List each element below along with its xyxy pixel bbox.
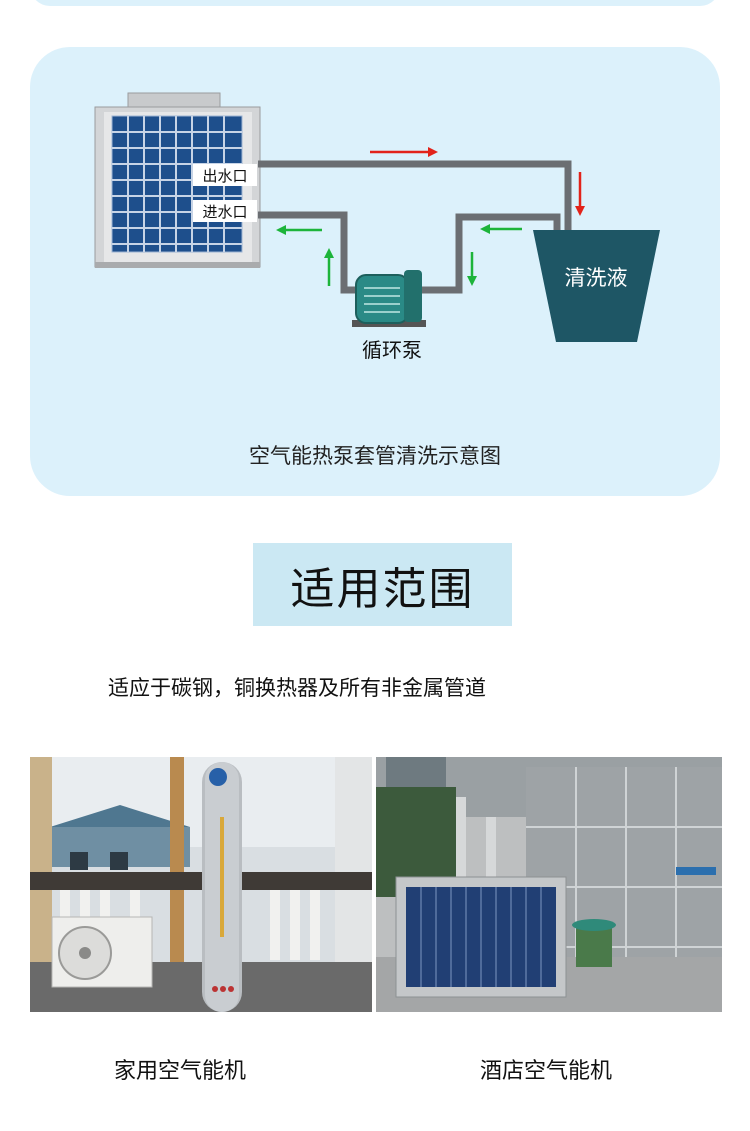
- outlet-pipe: [258, 160, 572, 233]
- tank-label: 清洗液: [565, 266, 628, 290]
- household-photo-label: 家用空气能机: [113, 1059, 246, 1084]
- inlet-label-bg: [193, 200, 257, 222]
- outlet-label: 出水口: [202, 167, 247, 185]
- circulation-pump-icon: [352, 270, 426, 327]
- hotel-heat-pump-photo: [376, 757, 722, 1012]
- cleaning-diagram: 出水口 进水口 清洗液 循环泵: [94, 92, 660, 362]
- diagram-caption: 空气能热泵套管清洗示意图: [249, 444, 501, 468]
- hotel-photo-label: 酒店空气能机: [479, 1059, 612, 1084]
- inlet-pipe: [258, 211, 356, 294]
- household-heat-pump-photo: [30, 757, 372, 1012]
- flow-arrow-red-icon: [370, 147, 585, 216]
- heat-pump-unit-icon: [94, 92, 261, 268]
- section-title-box: 适用范围: [253, 543, 512, 626]
- cleaning-tank-icon: [533, 230, 660, 342]
- section-title: 适用范围: [290, 563, 475, 615]
- return-pipe: [420, 213, 561, 294]
- top-card-edge: [30, 0, 720, 6]
- pump-label: 循环泵: [362, 338, 422, 362]
- flow-arrow-green-icon: [276, 224, 522, 286]
- outlet-label-bg: [193, 164, 257, 186]
- applicability-description: 适应于碳钢，铜换热器及所有非金属管道: [108, 676, 486, 700]
- inlet-label: 进水口: [202, 203, 247, 221]
